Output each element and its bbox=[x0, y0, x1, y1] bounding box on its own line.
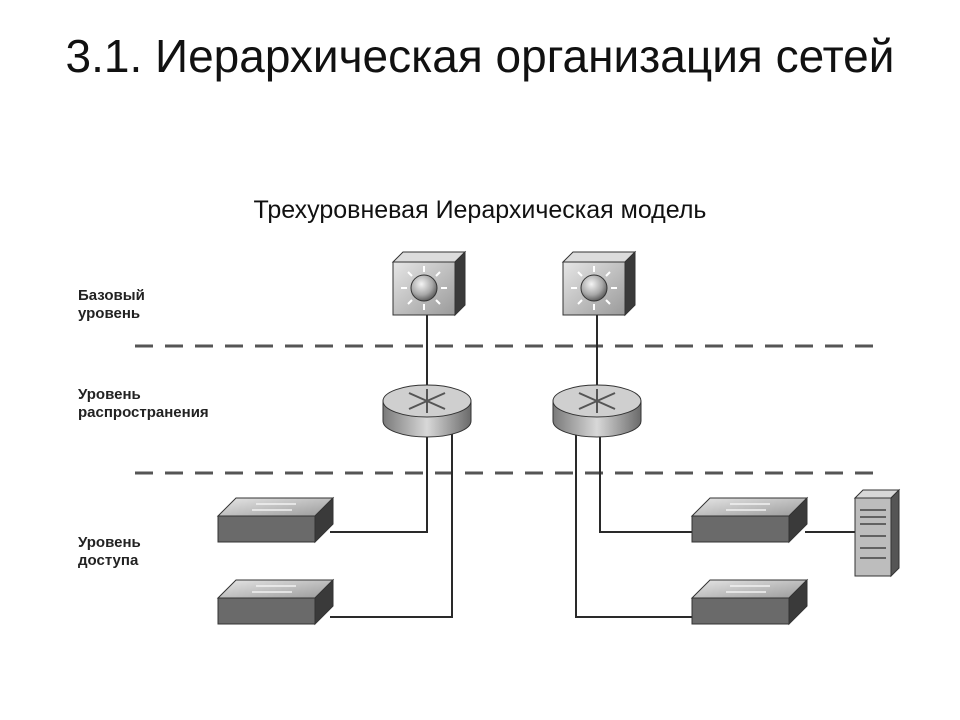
core-switch-1 bbox=[391, 250, 467, 317]
core-switch-2 bbox=[561, 250, 637, 317]
access-switch-3 bbox=[690, 496, 809, 544]
link-router1-switch2 bbox=[330, 430, 453, 618]
page-title: 3.1. Иерархическая организация сетей bbox=[65, 30, 895, 82]
link-router2-switch3 bbox=[599, 430, 695, 533]
access-switch-4 bbox=[690, 578, 809, 626]
distribution-router-1 bbox=[382, 384, 472, 438]
connection-lines bbox=[330, 312, 858, 618]
link-router1-switch1 bbox=[330, 430, 428, 533]
diagram-subtitle: Трехуровневая Иерархическая модель bbox=[253, 196, 707, 224]
access-switch-1 bbox=[216, 496, 335, 544]
layer-label-access: Уровень доступа bbox=[78, 534, 141, 569]
server-icon bbox=[853, 488, 901, 578]
distribution-router-2 bbox=[552, 384, 642, 438]
layer-label-distribution: Уровень распространения bbox=[78, 386, 209, 421]
link-router2-switch4 bbox=[575, 430, 695, 618]
access-switch-2 bbox=[216, 578, 335, 626]
layer-label-core: Базовый уровень bbox=[78, 287, 145, 322]
